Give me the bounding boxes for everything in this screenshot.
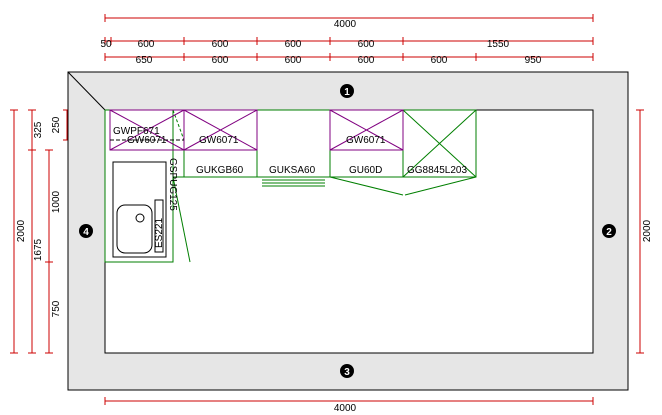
sink-drain-icon bbox=[135, 213, 145, 223]
left-inner-label: 750 bbox=[51, 300, 62, 317]
left-inner-label: 325 bbox=[33, 121, 44, 138]
unit-label-gw-mid: GW6071 bbox=[199, 135, 239, 146]
unit-label-gu60d: GU60D bbox=[349, 165, 382, 176]
top-row2-label: 600 bbox=[431, 55, 448, 66]
top-total-label: 4000 bbox=[334, 19, 357, 30]
wall-number: 1 bbox=[344, 87, 350, 98]
top-row1-label: 600 bbox=[212, 39, 229, 50]
unit-label-gw-left: GW6071 bbox=[127, 135, 167, 146]
wall-marker-4: 4 bbox=[79, 224, 93, 238]
right-outer-label: 2000 bbox=[642, 219, 653, 242]
unit-label-gw-right: GW6071 bbox=[346, 135, 386, 146]
wall-marker-1: 1 bbox=[340, 84, 354, 98]
left-inner-label: 1000 bbox=[51, 190, 62, 213]
top-row2-label: 950 bbox=[525, 55, 542, 66]
wall-units bbox=[109, 109, 404, 151]
wall-number: 4 bbox=[83, 227, 89, 238]
top-row2-label: 600 bbox=[285, 55, 302, 66]
bottom-total-label: 4000 bbox=[334, 403, 357, 414]
top-row1-label: 600 bbox=[285, 39, 302, 50]
unit-label-gg: GG8845L203 bbox=[407, 165, 467, 176]
unit-labels: GWPF671 GW6071 GW6071 GW6071 GUKGB60 GUK… bbox=[113, 126, 467, 248]
wall-corner-line bbox=[67, 71, 106, 111]
wall-marker-3: 3 bbox=[340, 364, 354, 378]
door-swing-gu60d bbox=[329, 176, 404, 196]
wall-unit-right bbox=[329, 109, 404, 151]
left-small-label: 250 bbox=[51, 116, 62, 133]
sink bbox=[112, 161, 167, 258]
door-swing-gg bbox=[404, 176, 477, 196]
dimension-labels: 4000 50 600 600 600 600 1550 650 600 600… bbox=[16, 19, 653, 414]
top-row2-label: 600 bbox=[358, 55, 375, 66]
sink-drainboard bbox=[154, 199, 164, 253]
dimension-lines bbox=[10, 14, 644, 405]
unit-label-gspug: GSPUG125 bbox=[167, 158, 178, 211]
left-outer-label: 2000 bbox=[16, 219, 27, 242]
left-mid-label: 1675 bbox=[33, 238, 44, 261]
wall-unit-second bbox=[183, 109, 258, 151]
top-row1-label: 600 bbox=[358, 39, 375, 50]
unit-label-sink: ES221 bbox=[154, 218, 165, 248]
top-row2-label: 650 bbox=[136, 55, 153, 66]
top-row1-label: 50 bbox=[100, 39, 112, 50]
door-swing-left bbox=[172, 176, 191, 263]
top-row1-label: 1550 bbox=[487, 39, 510, 50]
unit-label-guksa: GUKSA60 bbox=[269, 165, 316, 176]
wall-number: 3 bbox=[344, 367, 350, 378]
top-row1-label: 600 bbox=[138, 39, 155, 50]
wall-marker-2: 2 bbox=[602, 224, 616, 238]
sink-basin bbox=[116, 204, 153, 254]
unit-label-gukgb: GUKGB60 bbox=[196, 165, 244, 176]
top-row2-label: 600 bbox=[212, 55, 229, 66]
corner-cross-2 bbox=[402, 109, 477, 178]
unit-label-gwpf: GWPF671 bbox=[113, 126, 160, 137]
wall-number: 2 bbox=[606, 227, 612, 238]
